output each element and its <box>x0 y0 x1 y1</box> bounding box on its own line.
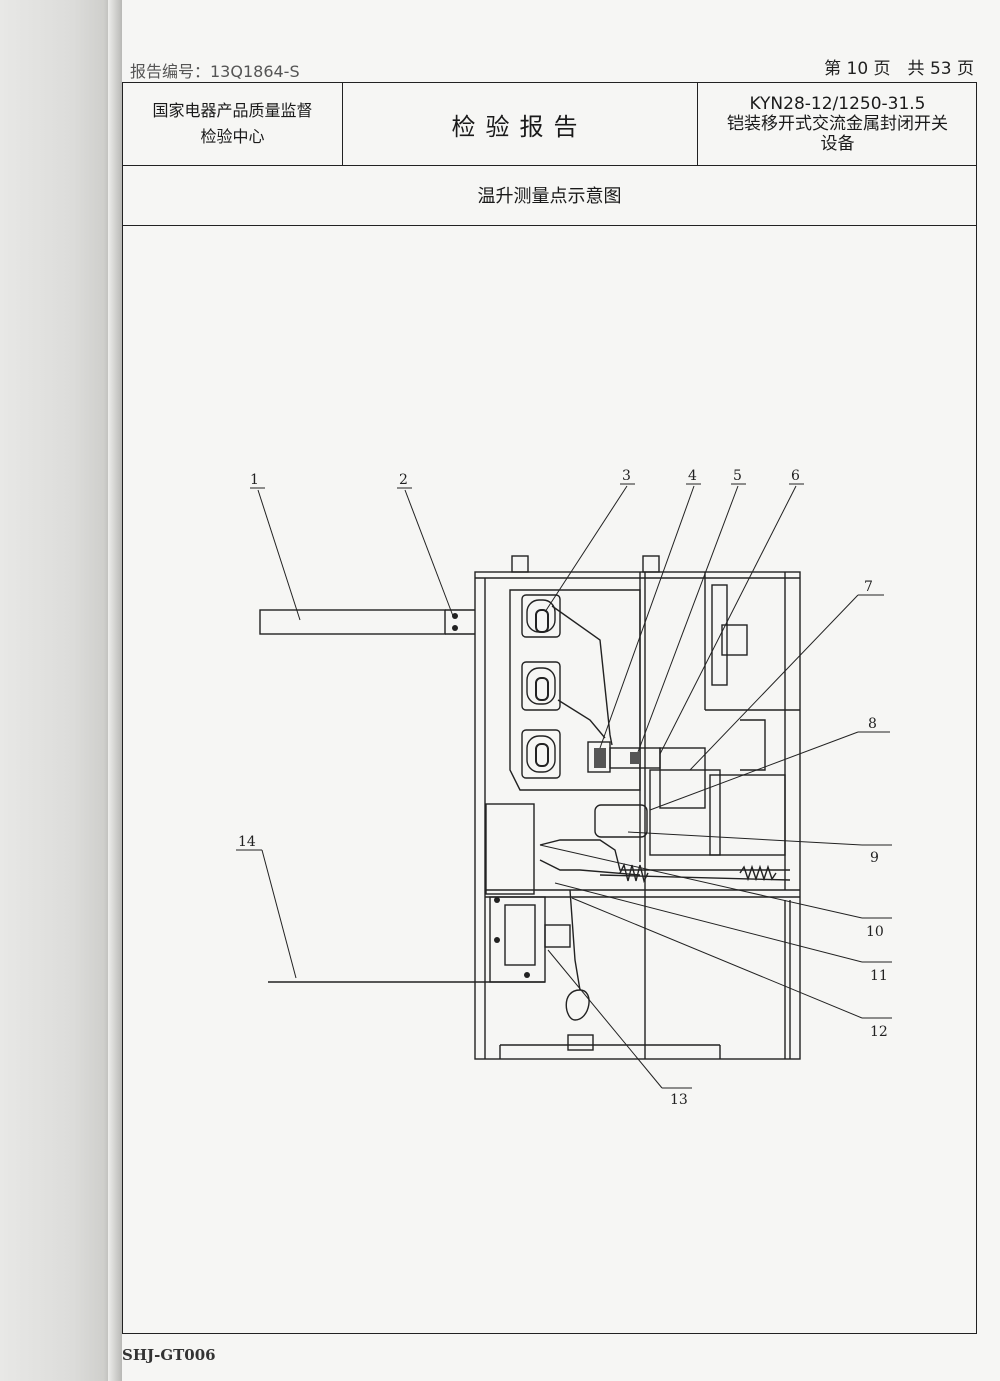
callout-6: 6 <box>791 468 800 484</box>
callout-1: 1 <box>250 472 259 488</box>
callout-7: 7 <box>864 579 873 595</box>
report-frame: 国家电器产品质量监督 检验中心 检验报告 KYN28-12/1250-31.5 … <box>122 82 977 1334</box>
callout-14: 14 <box>238 834 256 850</box>
org-line-2: 检验中心 <box>200 127 265 146</box>
title-row: 国家电器产品质量监督 检验中心 检验报告 KYN28-12/1250-31.5 … <box>123 83 976 166</box>
page-info: 第 10 页 共 53 页 <box>824 59 974 79</box>
callout-11: 11 <box>870 968 888 984</box>
product-cell: KYN28-12/1250-31.5 铠装移开式交流金属封闭开关 设备 <box>697 83 978 165</box>
product-model: KYN28-12/1250-31.5 <box>749 94 926 114</box>
binding-edge <box>108 0 122 1381</box>
callout-12: 12 <box>870 1024 888 1040</box>
callout-8: 8 <box>868 716 877 732</box>
callout-9: 9 <box>870 850 879 866</box>
callout-4: 4 <box>688 468 697 484</box>
product-line-1: 铠装移开式交流金属封闭开关 <box>727 114 948 134</box>
report-page <box>122 0 1000 1381</box>
callout-2: 2 <box>399 472 408 488</box>
binding-shadow <box>0 0 122 1381</box>
report-title: 检验报告 <box>342 83 698 165</box>
report-number: 报告编号：13Q1864-S <box>130 62 300 81</box>
org-cell: 国家电器产品质量监督 检验中心 <box>123 83 343 165</box>
product-line-2: 设备 <box>820 134 855 154</box>
callout-3: 3 <box>622 468 631 484</box>
cabinet-outline <box>474 571 801 1060</box>
org-line-1: 国家电器产品质量监督 <box>152 101 313 120</box>
callout-13: 13 <box>670 1092 688 1108</box>
section-title: 温升测量点示意图 <box>123 165 976 226</box>
callout-10: 10 <box>866 924 884 940</box>
callout-5: 5 <box>733 468 742 484</box>
form-code: SHJ-GT006 <box>122 1346 216 1364</box>
